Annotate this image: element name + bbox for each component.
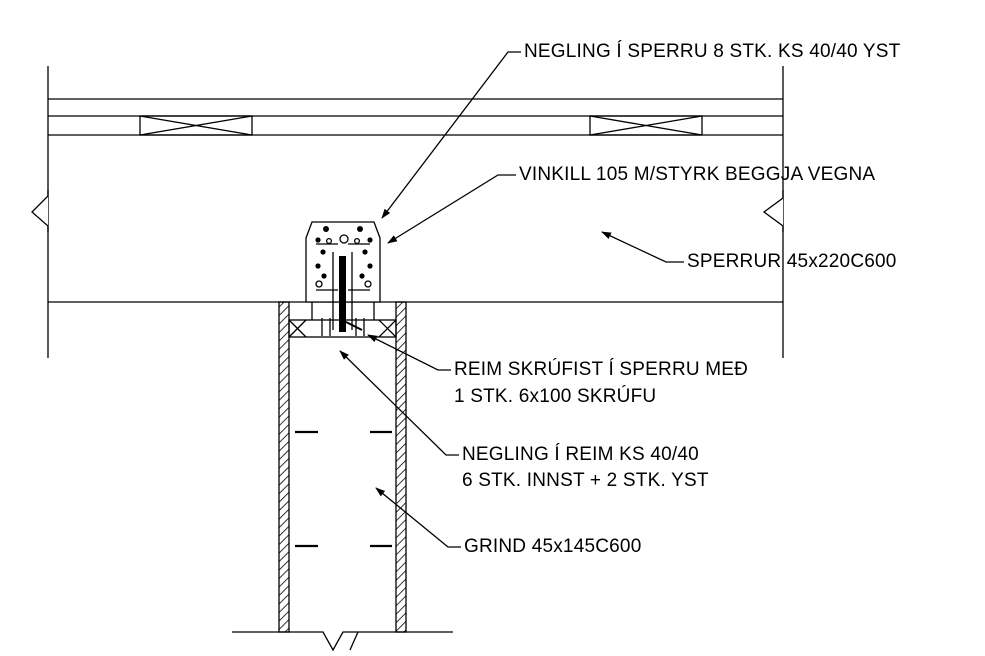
label-strap-screw-line2: 1 STK. 6x100 SKRÚFU <box>454 386 657 407</box>
wall-break-line <box>232 631 453 652</box>
label-nailing-strap-line2: 6 STK. INNST + 2 STK. YST <box>462 470 709 491</box>
wall-frame <box>278 301 407 633</box>
leader-lines <box>339 51 684 548</box>
label-nailing-rafter: NEGLING Í SPERRU 8 STK. KS 40/40 YST <box>524 41 901 62</box>
break-line-right <box>762 190 784 232</box>
break-line-left <box>31 190 49 232</box>
leader-nailing-rafter <box>381 51 521 219</box>
label-strap-screw-line1: REIM SKRÚFIST Í SPERRU MEÐ <box>454 359 749 380</box>
angle-bracket <box>305 221 381 332</box>
leader-angle-bracket <box>387 174 516 244</box>
roof-buildup <box>47 66 784 358</box>
leader-nailing-strap <box>339 350 459 456</box>
label-rafters: SPERRUR 45x220C600 <box>687 251 897 272</box>
label-frame: GRIND 45x145C600 <box>464 536 642 557</box>
label-nailing-strap-line1: NEGLING Í REIM KS 40/40 <box>462 444 699 465</box>
leader-frame <box>375 487 461 548</box>
label-angle-bracket: VINKILL 105 M/STYRK BEGGJA VEGNA <box>519 164 876 185</box>
leader-strap-screw <box>367 334 451 371</box>
leader-rafters <box>601 231 684 263</box>
